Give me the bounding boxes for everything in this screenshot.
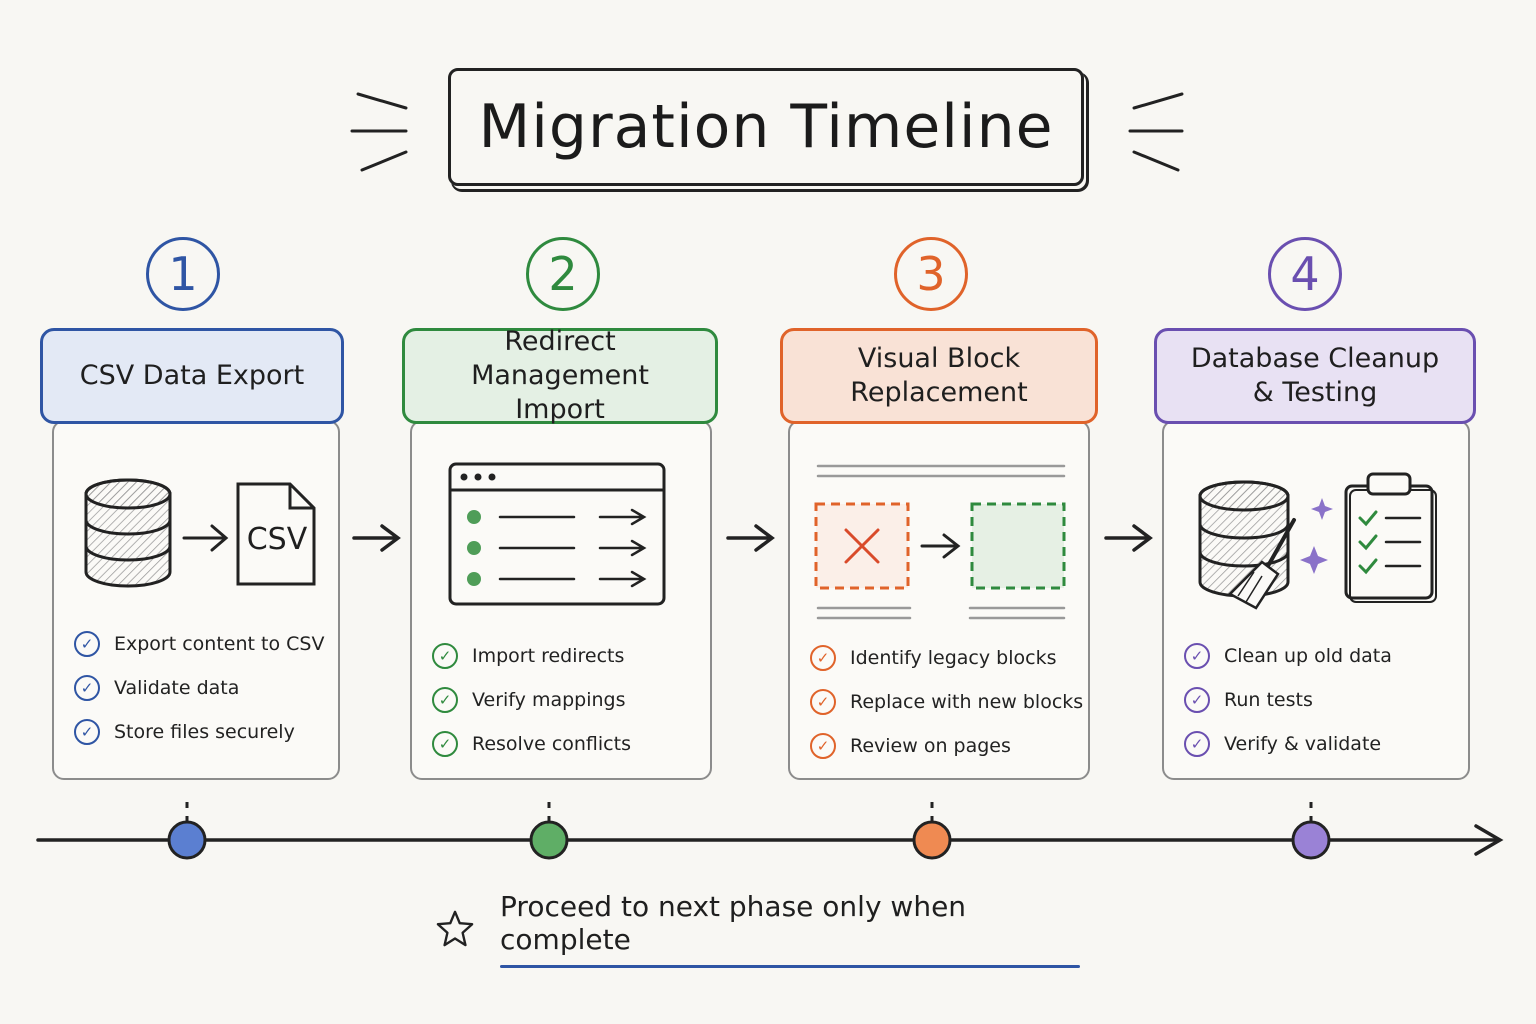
list-item: ✓Run tests xyxy=(1184,678,1392,722)
title-accent-left-icon xyxy=(350,92,408,172)
check-icon: ✓ xyxy=(74,675,100,701)
phase-2-card: ✓Import redirects ✓Verify mappings ✓Reso… xyxy=(410,420,712,780)
check-icon: ✓ xyxy=(74,631,100,657)
list-item: ✓Review on pages xyxy=(810,724,1083,768)
list-item: ✓Export content to CSV xyxy=(74,622,324,666)
page-title: Migration Timeline xyxy=(478,92,1054,162)
check-icon: ✓ xyxy=(432,687,458,713)
check-icon: ✓ xyxy=(810,733,836,759)
check-icon: ✓ xyxy=(432,643,458,669)
list-item: ✓Identify legacy blocks xyxy=(810,636,1083,680)
phase-2-number: 2 xyxy=(526,237,600,311)
phase-4-number: 4 xyxy=(1268,237,1342,311)
list-item: ✓Verify mappings xyxy=(432,678,631,722)
check-icon: ✓ xyxy=(1184,643,1210,669)
phase-3-card: ✓Identify legacy blocks ✓Replace with ne… xyxy=(788,420,1090,780)
timeline-marker-2 xyxy=(529,820,569,860)
check-icon: ✓ xyxy=(74,719,100,745)
list-item: ✓Replace with new blocks xyxy=(810,680,1083,724)
list-item: ✓Store files securely xyxy=(74,710,324,754)
list-item: ✓Clean up old data xyxy=(1184,634,1392,678)
footer-note-text: Proceed to next phase only when complete xyxy=(500,890,1080,968)
arrow-right-icon xyxy=(352,524,401,552)
check-icon: ✓ xyxy=(1184,731,1210,757)
star-icon xyxy=(436,910,474,947)
check-icon: ✓ xyxy=(1184,687,1210,713)
phase-1-header: CSV Data Export xyxy=(40,328,344,424)
phase-4-card: ✓Clean up old data ✓Run tests ✓Verify & … xyxy=(1162,420,1470,780)
title-frame: Migration Timeline xyxy=(448,68,1084,186)
database-to-csv-icon xyxy=(84,478,316,588)
phase-3-number: 3 xyxy=(894,237,968,311)
list-item: ✓Import redirects xyxy=(432,634,631,678)
arrow-right-icon xyxy=(726,524,775,552)
title-accent-right-icon xyxy=(1128,92,1184,172)
check-icon: ✓ xyxy=(810,689,836,715)
block-replace-icon xyxy=(814,464,1066,620)
phase-4-header: Database Cleanup& Testing xyxy=(1154,328,1476,424)
timeline-axis xyxy=(36,800,1504,860)
csv-file-label: CSV xyxy=(246,522,308,557)
list-item: ✓Validate data xyxy=(74,666,324,710)
arrow-right-icon xyxy=(1104,524,1153,552)
list-item: ✓Resolve conflicts xyxy=(432,722,631,766)
list-item: ✓Verify & validate xyxy=(1184,722,1392,766)
footer-note: Proceed to next phase only when complete xyxy=(436,890,1080,968)
timeline-marker-1 xyxy=(167,820,207,860)
timeline-marker-4 xyxy=(1291,820,1331,860)
check-icon: ✓ xyxy=(432,731,458,757)
check-icon: ✓ xyxy=(810,645,836,671)
phase-1-card: CSV ✓Export content to CSV ✓Validate dat… xyxy=(52,420,340,780)
browser-redirects-icon xyxy=(448,462,666,606)
phase-1-number: 1 xyxy=(146,237,220,311)
timeline-marker-3 xyxy=(912,820,952,860)
database-cleanup-clipboard-icon xyxy=(1198,472,1437,610)
